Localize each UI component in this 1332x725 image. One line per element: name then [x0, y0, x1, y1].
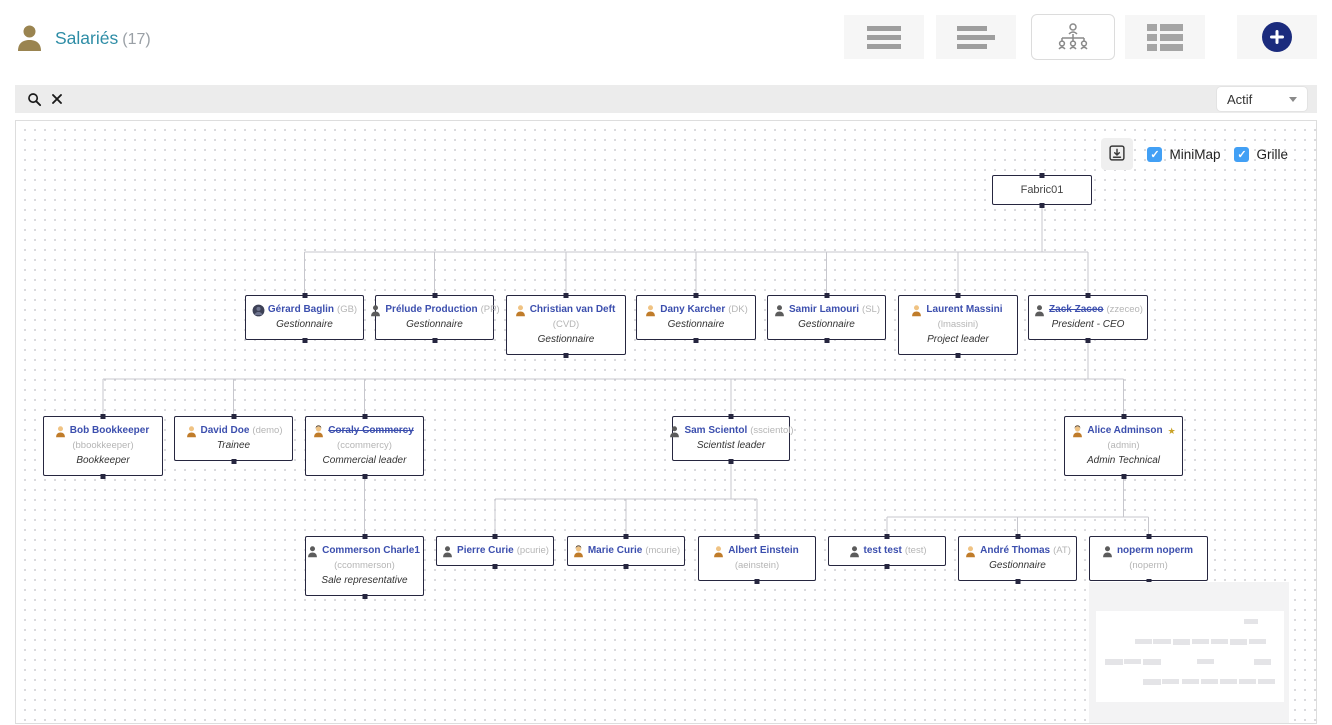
plus-icon	[1262, 22, 1292, 52]
page-title: Salariés(17)	[55, 28, 151, 49]
minimap[interactable]	[1089, 582, 1289, 723]
avatar-man-dark-icon	[306, 545, 319, 558]
star-icon: ★	[1167, 426, 1176, 436]
avatar-man-dark-icon	[773, 304, 786, 317]
add-employee-button[interactable]	[1237, 15, 1317, 59]
orgchart-node-pproduction[interactable]: Prélude Production(PP)Gestionnaire	[371, 295, 500, 340]
orgchart-node-lmassini[interactable]: Laurent Massini(lmassini)Project leader	[898, 295, 1018, 355]
grid-checkbox-label: Grille	[1256, 146, 1288, 162]
minimap-node	[1219, 679, 1237, 684]
orgchart-node-fabric01[interactable]: Fabric01	[992, 175, 1092, 205]
orgchart-node-ttest[interactable]: test test(test)	[828, 536, 946, 566]
minimap-node	[1257, 679, 1275, 684]
text-lines-icon	[957, 25, 995, 49]
avatar-man-dark-icon	[369, 304, 382, 317]
orgchart-node-aeinstein[interactable]: Albert Einstein(aeinstein)	[698, 536, 816, 581]
avatar-man-dark-icon	[668, 425, 681, 438]
avatar-man-orange-icon	[54, 425, 67, 438]
minimap-node	[1243, 619, 1259, 624]
orgchart-node-zzaceo[interactable]: Zack Zaceo(zzeceo)President - CEO	[1028, 295, 1148, 340]
chevron-down-icon	[1289, 96, 1297, 102]
orgchart-node-nnoperm[interactable]: noperm noperm(noperm)	[1089, 536, 1208, 581]
orgchart-node-mcurie[interactable]: Marie Curie(mcurie)	[567, 536, 685, 566]
search-icon[interactable]	[27, 92, 42, 107]
orgchart-node-gbaglin[interactable]: Gérard Baglin(GB)Gestionnaire	[245, 295, 364, 340]
text-list-view-button[interactable]	[936, 15, 1016, 59]
orgchart-node-ccommercy[interactable]: Coraly Commercy(ccommercy)Commercial lea…	[305, 416, 424, 476]
minimap-node	[1210, 639, 1228, 644]
orgchart-node-dkarcher[interactable]: Dany Karcher(DK)Gestionnaire	[636, 295, 756, 340]
avatar-man-orange-icon	[964, 545, 977, 558]
orgchart-node-aadminson[interactable]: Alice Adminson★(admin)Admin Technical	[1064, 416, 1183, 476]
list-view-button[interactable]	[844, 15, 924, 59]
page-title-text: Salariés	[55, 28, 119, 48]
minimap-checkbox-label: MiniMap	[1169, 146, 1221, 162]
avatar-man-orange-icon	[712, 545, 725, 558]
orgchart-node-sscientol[interactable]: Sam Scientol(sscientol)Scientist leader	[670, 416, 794, 461]
search-bar: Actif	[15, 85, 1317, 113]
avatar-man-dark-icon	[1033, 304, 1046, 317]
chart-controls: ✓ MiniMap ✓ Grille	[1101, 138, 1288, 170]
avatar-man-orange-icon	[644, 304, 657, 317]
minimap-node	[1191, 639, 1209, 644]
orgchart-node-cvandeft[interactable]: Christian van Deft(CVD)Gestionnaire	[506, 295, 626, 355]
minimap-node	[1124, 659, 1142, 665]
download-chart-button[interactable]	[1101, 138, 1134, 170]
avatar-man-dark-icon	[848, 545, 861, 558]
status-filter-select[interactable]: Actif	[1217, 87, 1307, 111]
minimap-node	[1181, 679, 1199, 684]
avatar-woman-icon	[572, 544, 585, 558]
menu-lines-icon	[867, 25, 901, 49]
avatar-woman-icon	[312, 424, 325, 438]
orgchart-node-ddoe[interactable]: David Doe(demo)Trainee	[174, 416, 293, 461]
status-filter-value: Actif	[1227, 91, 1253, 107]
minimap-node	[1143, 659, 1161, 665]
minimap-node	[1229, 639, 1248, 645]
employees-icon	[16, 24, 43, 52]
grid-blocks-icon	[1147, 23, 1183, 51]
minimap-node	[1172, 639, 1191, 645]
view-toolbar	[844, 14, 1317, 60]
minimap-node	[1238, 679, 1256, 684]
grid-view-button[interactable]	[1125, 15, 1205, 59]
minimap-node	[1153, 639, 1171, 644]
minimap-node	[1134, 639, 1152, 644]
minimap-node	[1254, 659, 1272, 665]
minimap-node	[1248, 639, 1267, 644]
employee-count: (17)	[122, 31, 151, 48]
avatar-man-orange-icon	[185, 425, 198, 438]
minimap-node	[1200, 679, 1218, 684]
grid-checkbox[interactable]: ✓	[1234, 146, 1250, 162]
orgchart-node-ccommerson[interactable]: Commerson Charle1(ccommerson)Sale repres…	[305, 536, 424, 596]
avatar-woman-icon	[1071, 424, 1084, 438]
minimap-viewport[interactable]	[1096, 611, 1284, 702]
avatar-man-dark-icon	[1101, 545, 1114, 558]
orgchart-node-pcurie[interactable]: Pierre Curie(pcurie)	[436, 536, 554, 566]
minimap-node	[1143, 679, 1161, 685]
download-file-icon	[1106, 142, 1128, 167]
minimap-node	[1105, 659, 1123, 665]
hierarchy-icon	[1051, 22, 1095, 53]
minimap-node	[1162, 679, 1180, 684]
avatar-man-dark-icon	[441, 545, 454, 558]
avatar-man-orange-icon	[910, 304, 923, 317]
clear-search-icon[interactable]	[51, 93, 63, 105]
orgchart-node-athomas[interactable]: André Thomas(AT)Gestionnaire	[958, 536, 1077, 581]
minimap-checkbox[interactable]: ✓	[1147, 146, 1163, 162]
orgchart-view-button[interactable]	[1031, 14, 1115, 60]
orgchart-node-bbookkeeper[interactable]: Bob Bookkeeper(bbookkeeper)Bookkeeper	[43, 416, 163, 476]
avatar-photo-icon	[252, 304, 265, 317]
orgchart-node-slamouri[interactable]: Samir Lamouri(SL)Gestionnaire	[767, 295, 886, 340]
minimap-node	[1196, 659, 1214, 665]
avatar-man-orange-icon	[514, 304, 527, 317]
